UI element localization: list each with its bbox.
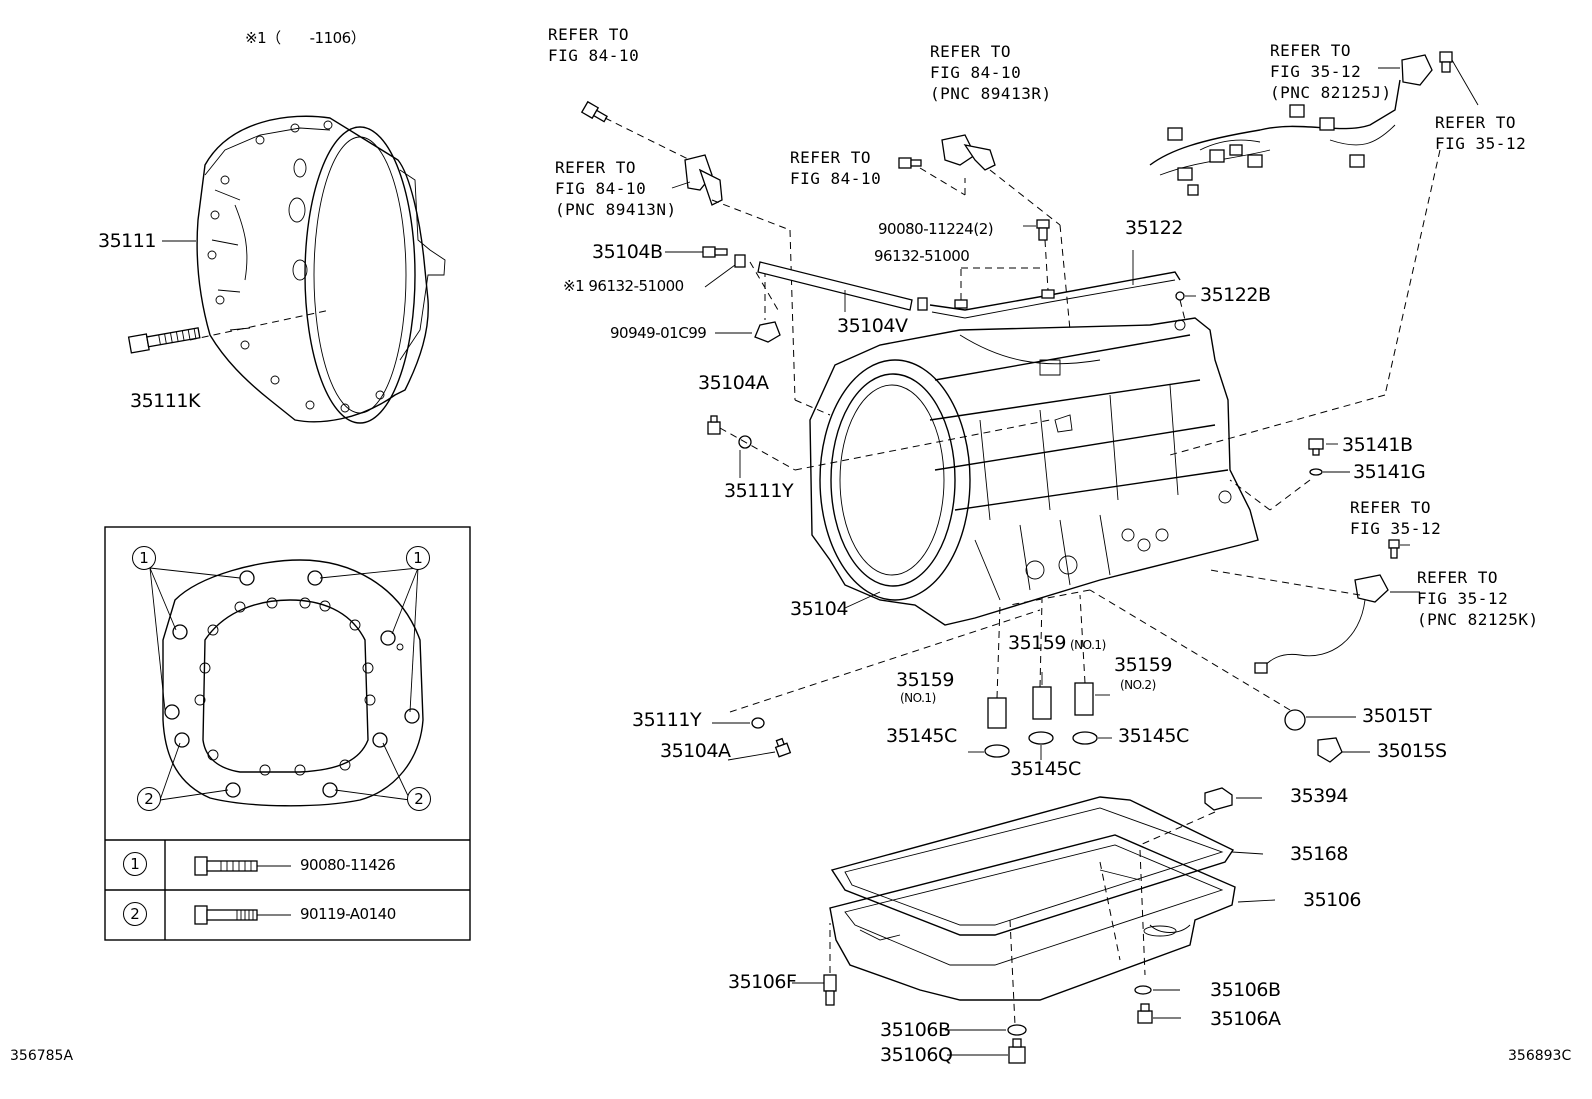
- part-35106f[interactable]: 35106F: [728, 971, 797, 993]
- part-35159-a[interactable]: 35159: [896, 669, 954, 691]
- part-35106b-left[interactable]: 35106B: [880, 1019, 951, 1041]
- legend-row-1-part[interactable]: 90080-11426: [300, 856, 396, 874]
- small-parts-drawing: [580, 51, 1479, 763]
- converter-housing-drawing: [127, 115, 446, 424]
- part-35145c-b[interactable]: 35145C: [1010, 758, 1081, 780]
- part-35111y-bottom[interactable]: 35111Y: [632, 709, 702, 731]
- bolt-legend-box: [104, 526, 471, 941]
- legend-row-1-marker: 1: [123, 852, 147, 876]
- part-35111k[interactable]: 35111K: [130, 390, 200, 412]
- marker-one-right: 1: [406, 546, 430, 570]
- legend-row-2-part[interactable]: 90119-A0140: [300, 905, 396, 923]
- marker-one-left: 1: [132, 546, 156, 570]
- part-35104v[interactable]: 35104V: [837, 315, 908, 337]
- part-35145c-c[interactable]: 35145C: [1118, 725, 1189, 747]
- part-35122[interactable]: 35122: [1125, 217, 1183, 239]
- refer-fig-35-12-b[interactable]: REFER TO FIG 35-12: [1350, 498, 1442, 538]
- diagram-code-left: 356785A: [10, 1048, 74, 1064]
- part-35159-b[interactable]: 35159: [1008, 632, 1066, 654]
- refer-fig-84-10-pnc-89413r[interactable]: REFER TO FIG 84-10 (PNC 89413R): [930, 42, 1052, 103]
- marker-two-left: 2: [137, 787, 161, 811]
- part-35106b-right[interactable]: 35106B: [1210, 979, 1281, 1001]
- refer-fig-35-12-pnc-82125k[interactable]: REFER TO FIG 35-12 (PNC 82125K): [1417, 568, 1539, 629]
- part-35106[interactable]: 35106: [1303, 889, 1361, 911]
- refer-fig-84-10-b[interactable]: REFER TO FIG 84-10: [790, 148, 882, 188]
- part-35104[interactable]: 35104: [790, 598, 848, 620]
- part-96132-51000-note[interactable]: ※1 96132-51000: [563, 277, 684, 295]
- marker-two-right: 2: [407, 787, 431, 811]
- part-35106a[interactable]: 35106A: [1210, 1008, 1281, 1030]
- part-35122b[interactable]: 35122B: [1200, 284, 1271, 306]
- part-96132-51000[interactable]: 96132-51000: [874, 247, 970, 265]
- refer-fig-84-10-a[interactable]: REFER TO FIG 84-10: [548, 25, 640, 65]
- applicability-note: ※1（ -1106）: [245, 29, 366, 47]
- part-90080-11224[interactable]: 90080-11224(2): [878, 220, 994, 238]
- part-35141g[interactable]: 35141G: [1353, 461, 1426, 483]
- refer-fig-35-12-a[interactable]: REFER TO FIG 35-12: [1435, 113, 1527, 153]
- diagram-code-right: 356893C: [1508, 1048, 1572, 1064]
- part-35394[interactable]: 35394: [1290, 785, 1348, 807]
- part-35015t[interactable]: 35015T: [1362, 705, 1432, 727]
- part-35104a-bottom[interactable]: 35104A: [660, 740, 731, 762]
- part-35111[interactable]: 35111: [98, 230, 156, 252]
- part-35015s[interactable]: 35015S: [1377, 740, 1447, 762]
- refer-fig-35-12-pnc-82125j[interactable]: REFER TO FIG 35-12 (PNC 82125J): [1270, 41, 1392, 102]
- part-35141b[interactable]: 35141B: [1342, 434, 1413, 456]
- part-35104a-top[interactable]: 35104A: [698, 372, 769, 394]
- part-35159-c[interactable]: 35159: [1114, 654, 1172, 676]
- part-35168[interactable]: 35168: [1290, 843, 1348, 865]
- transmission-case-drawing: [809, 317, 1259, 626]
- part-35111y-top[interactable]: 35111Y: [724, 480, 794, 502]
- refer-fig-84-10-pnc-89413n[interactable]: REFER TO FIG 84-10 (PNC 89413N): [555, 158, 677, 219]
- part-35159-a-sub: (NO.1): [900, 691, 936, 705]
- part-35145c-a[interactable]: 35145C: [886, 725, 957, 747]
- part-90949-01c99[interactable]: 90949-01C99: [610, 324, 707, 342]
- part-35159-c-sub: (NO.2): [1120, 678, 1156, 692]
- part-35106q[interactable]: 35106Q: [880, 1044, 953, 1066]
- legend-row-2-marker: 2: [123, 902, 147, 926]
- part-35104b[interactable]: 35104B: [592, 241, 663, 263]
- part-35159-b-sub: (NO.1): [1070, 638, 1106, 652]
- oil-pan-drawing: [792, 787, 1276, 1064]
